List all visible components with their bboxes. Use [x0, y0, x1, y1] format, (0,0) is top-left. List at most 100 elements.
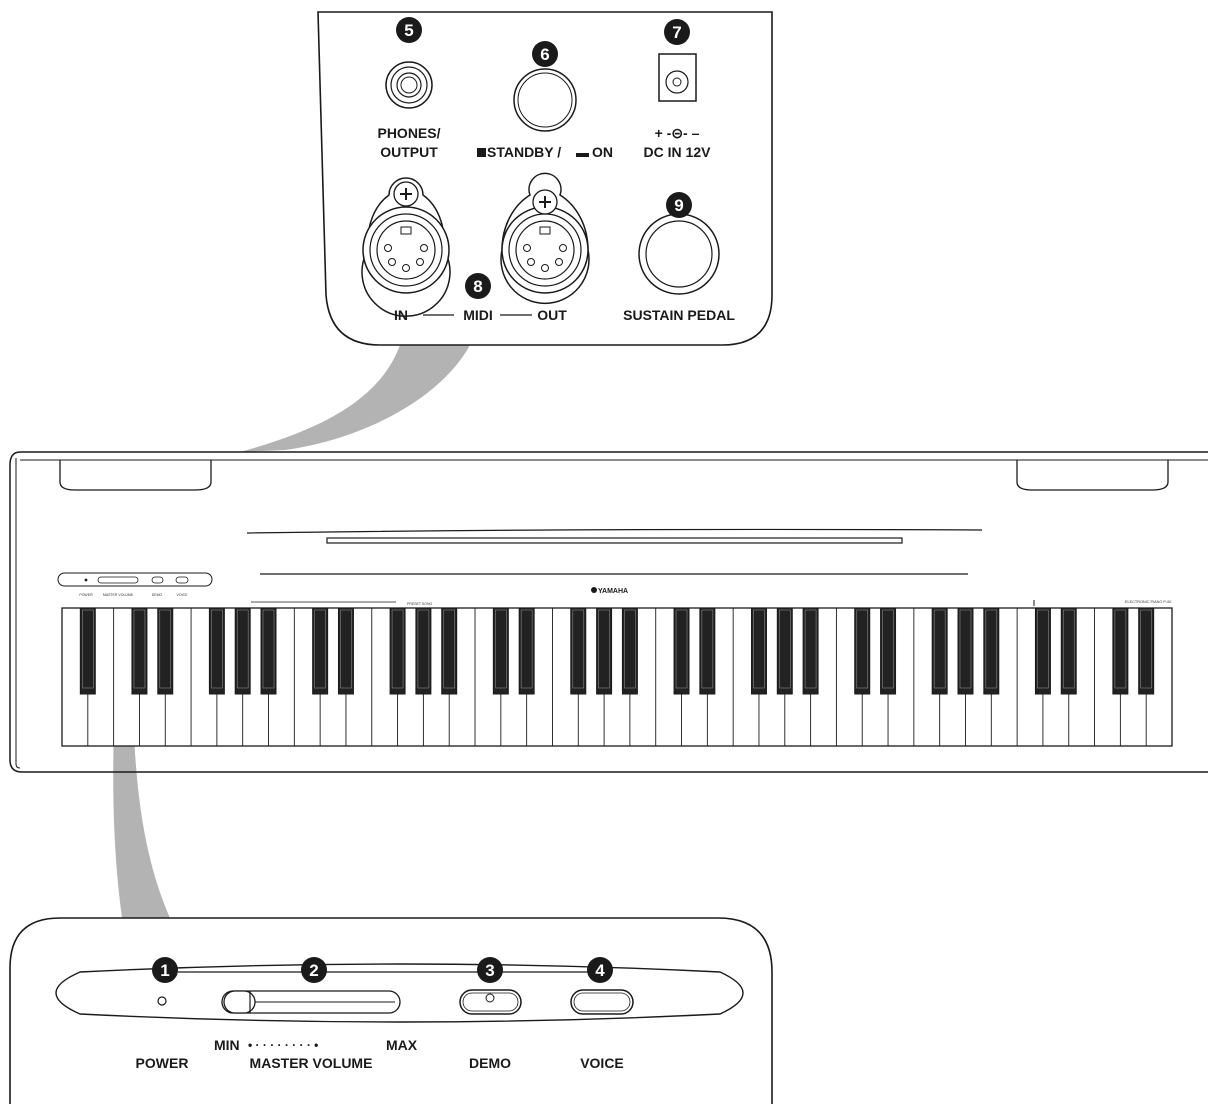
svg-text:5: 5 — [404, 21, 413, 40]
phones-label-line2: OUTPUT — [380, 144, 438, 160]
black-key[interactable] — [1112, 607, 1129, 695]
svg-text:6: 6 — [540, 45, 549, 64]
black-key-bevel — [572, 609, 585, 689]
power-indicator-lamp — [157, 996, 167, 1006]
dc-in-label: DC IN 12V — [644, 144, 712, 160]
black-key[interactable] — [415, 607, 432, 695]
black-key[interactable] — [131, 607, 148, 695]
sustain-pedal-jack[interactable] — [638, 213, 720, 295]
black-key-bevel — [856, 609, 869, 689]
black-key-bevel — [495, 609, 507, 689]
black-key[interactable] — [492, 607, 509, 695]
black-key[interactable] — [1138, 607, 1155, 695]
black-key-bevel — [933, 609, 946, 689]
black-key[interactable] — [234, 607, 251, 695]
black-key-bevel — [804, 609, 817, 689]
rear-panel: 5 6 7 8 9 PHONES/ OUTPUT STANDBY / ON + … — [317, 11, 773, 346]
callout-8: 8 — [465, 273, 491, 299]
black-key[interactable] — [1034, 607, 1051, 695]
black-key-bevel — [624, 609, 636, 689]
on-symbol — [576, 153, 589, 157]
black-key[interactable] — [621, 607, 638, 695]
svg-text:7: 7 — [672, 23, 681, 42]
midi-in-label: IN — [394, 307, 408, 323]
black-key[interactable] — [337, 607, 354, 695]
svg-text:PRESET SONG: PRESET SONG — [407, 602, 432, 606]
black-key-bevel — [1037, 609, 1049, 689]
black-key-bevel — [1062, 609, 1075, 689]
midi-in-port[interactable] — [361, 177, 451, 317]
standby-on-switch[interactable] — [513, 68, 577, 132]
black-key-bevel — [417, 609, 430, 689]
black-key[interactable] — [570, 607, 587, 695]
black-key-bevel — [753, 609, 765, 689]
black-key-bevel — [133, 609, 146, 689]
svg-text:4: 4 — [595, 961, 605, 980]
volume-scale-dots: • · · · · · · · · • — [248, 1038, 318, 1052]
midi-out-port[interactable] — [500, 172, 590, 304]
black-key-bevel — [520, 609, 533, 689]
black-key[interactable] — [880, 607, 897, 695]
midi-out-label: OUT — [537, 307, 567, 323]
black-key[interactable] — [260, 607, 277, 695]
black-key-bevel — [82, 609, 94, 689]
model-label: ELECTRONIC PIANO P-60 — [1125, 600, 1171, 604]
black-key-bevel — [391, 609, 404, 689]
black-key-bevel — [1114, 609, 1127, 689]
voice-label: VOICE — [580, 1055, 624, 1071]
black-key-bevel — [675, 609, 688, 689]
black-key[interactable] — [802, 607, 819, 695]
power-label: POWER — [136, 1055, 189, 1071]
black-key[interactable] — [208, 607, 225, 695]
svg-text:DEMO: DEMO — [152, 593, 163, 597]
black-key[interactable] — [518, 607, 535, 695]
callout-1: 1 — [152, 957, 178, 983]
black-key-bevel — [985, 609, 998, 689]
master-volume-slider[interactable] — [221, 990, 401, 1014]
black-key-bevel — [340, 609, 352, 689]
svg-text:9: 9 — [674, 196, 683, 215]
black-key-bevel — [443, 609, 455, 689]
black-key[interactable] — [673, 607, 690, 695]
black-key-bevel — [236, 609, 249, 689]
black-key[interactable] — [776, 607, 793, 695]
voice-button[interactable] — [570, 989, 634, 1015]
black-key[interactable] — [931, 607, 948, 695]
black-key-bevel — [211, 609, 223, 689]
black-key[interactable] — [1060, 607, 1077, 695]
black-key[interactable] — [157, 607, 174, 695]
phones-label-line1: PHONES/ — [377, 125, 440, 141]
black-key-bevel — [598, 609, 610, 689]
callout-9: 9 — [666, 192, 692, 218]
black-key[interactable] — [983, 607, 1000, 695]
svg-text:8: 8 — [473, 277, 482, 296]
dc-in-jack[interactable] — [658, 53, 697, 102]
black-key[interactable] — [79, 607, 96, 695]
callout-5: 5 — [396, 17, 422, 43]
black-key-bevel — [1140, 609, 1152, 689]
keys — [79, 607, 1155, 746]
master-volume-label: MASTER VOLUME — [250, 1055, 373, 1071]
front-panel: 1 2 3 4 MIN • · · · · · · · · • MAX POWE… — [9, 917, 773, 1104]
standby-label: STANDBY / — [487, 144, 561, 160]
black-key[interactable] — [957, 607, 974, 695]
black-key[interactable] — [441, 607, 458, 695]
svg-text:POWER: POWER — [79, 593, 93, 597]
black-key[interactable] — [312, 607, 329, 695]
black-key[interactable] — [389, 607, 406, 695]
black-key[interactable] — [596, 607, 613, 695]
volume-knob[interactable] — [223, 990, 256, 1014]
svg-text:MASTER VOLUME: MASTER VOLUME — [103, 593, 134, 597]
callout-7: 7 — [664, 19, 690, 45]
black-key-bevel — [159, 609, 172, 689]
callout-6: 6 — [532, 41, 558, 67]
phones-jack[interactable] — [385, 61, 433, 109]
callout-4: 4 — [587, 957, 613, 983]
dc-polarity-label: + -⊝- – — [655, 125, 700, 141]
black-key[interactable] — [854, 607, 871, 695]
black-key[interactable] — [750, 607, 767, 695]
volume-max-label: MAX — [386, 1037, 418, 1053]
demo-button[interactable] — [459, 989, 522, 1015]
black-key-bevel — [314, 609, 326, 689]
black-key[interactable] — [699, 607, 716, 695]
